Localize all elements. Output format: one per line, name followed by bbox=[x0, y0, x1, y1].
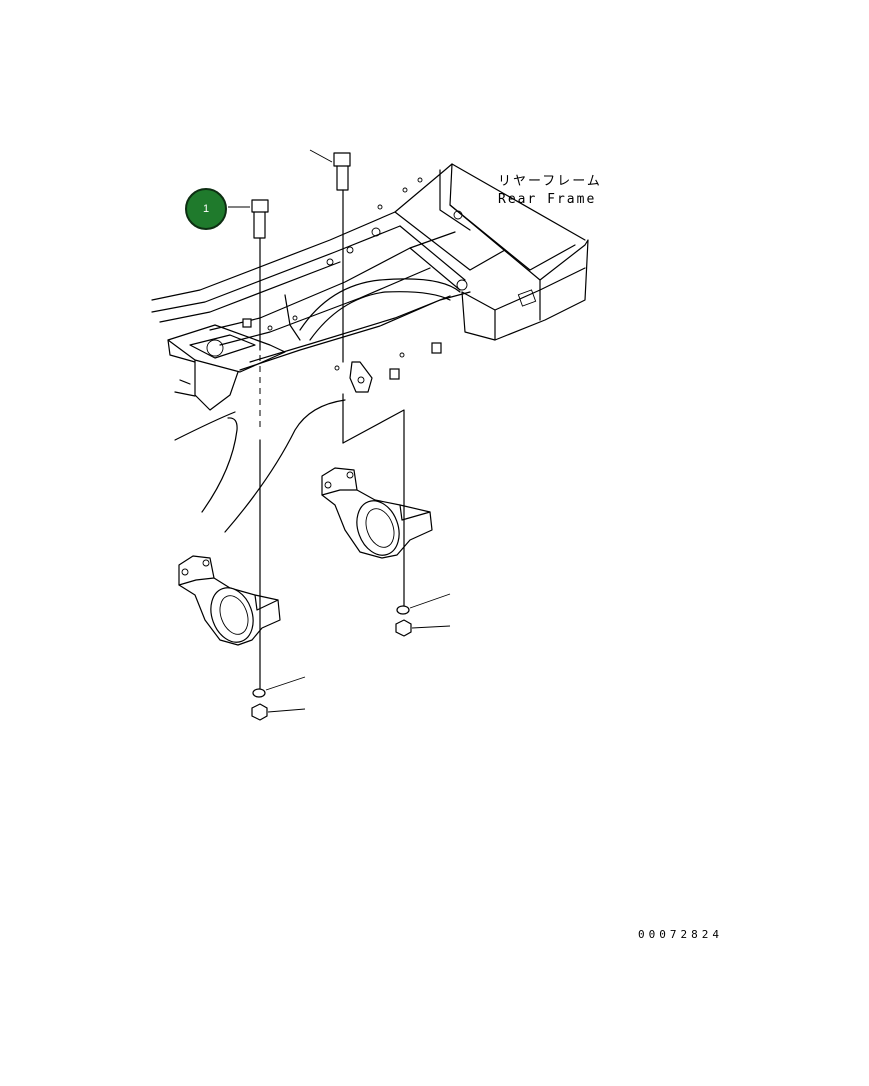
drawing-number: 00072824 bbox=[638, 928, 723, 941]
callout-number: 1 bbox=[202, 203, 210, 215]
part-name-japanese: リヤーフレーム bbox=[498, 174, 602, 189]
right-washer bbox=[396, 593, 451, 615]
center-bolt bbox=[309, 149, 351, 191]
tire-outline bbox=[174, 399, 346, 533]
left-bolt bbox=[228, 199, 269, 239]
right-nut bbox=[395, 619, 451, 637]
rear-frame-drawing bbox=[151, 163, 589, 411]
part-name-english: Rear Frame bbox=[498, 192, 597, 207]
assembly-axis-lines bbox=[259, 189, 405, 691]
right-trunnion-bracket bbox=[321, 467, 433, 559]
callout-number-badge[interactable]: 1 bbox=[185, 188, 227, 230]
left-trunnion-bracket bbox=[178, 555, 281, 646]
left-washer bbox=[252, 676, 306, 698]
left-nut bbox=[251, 703, 306, 721]
